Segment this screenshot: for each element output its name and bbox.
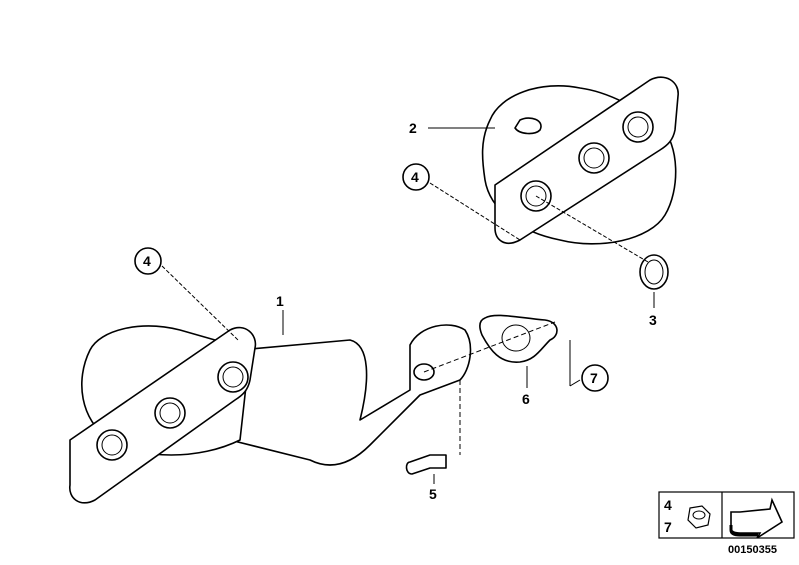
- callout-2: 2: [409, 120, 417, 136]
- callout-2-label: 2: [409, 120, 417, 136]
- callout-3-label: 3: [649, 312, 657, 328]
- legend-box: 4 7: [658, 491, 795, 539]
- callout-6: 6: [522, 391, 530, 407]
- upper-exhaust-manifold: [481, 76, 679, 245]
- stud-bolt: [405, 454, 447, 475]
- legend-item-4: 4: [664, 497, 672, 513]
- flange-gasket: [479, 314, 558, 363]
- callout-4-lower: 4: [134, 247, 162, 275]
- callout-7-label: 7: [590, 370, 598, 386]
- callout-3: 3: [649, 312, 657, 328]
- callout-1: 1: [276, 293, 284, 309]
- callout-5-label: 5: [429, 486, 437, 502]
- callout-4-upper: 4: [402, 163, 430, 191]
- legend-item-7: 7: [664, 519, 672, 535]
- hex-nut-icon: [687, 505, 711, 529]
- callout-7: 7: [581, 364, 609, 392]
- diagram-number: 00150355: [728, 544, 777, 556]
- callout-1-label: 1: [276, 293, 284, 309]
- callout-6-label: 6: [522, 391, 530, 407]
- lower-manifold-catalytic-converter: [69, 324, 472, 504]
- leader-lines: [161, 127, 655, 484]
- callout-4-upper-label: 4: [411, 169, 419, 185]
- callout-4-lower-label: 4: [143, 253, 151, 269]
- gasket-ring: [639, 254, 669, 290]
- callout-5: 5: [429, 486, 437, 502]
- arrow-icon: [729, 497, 784, 539]
